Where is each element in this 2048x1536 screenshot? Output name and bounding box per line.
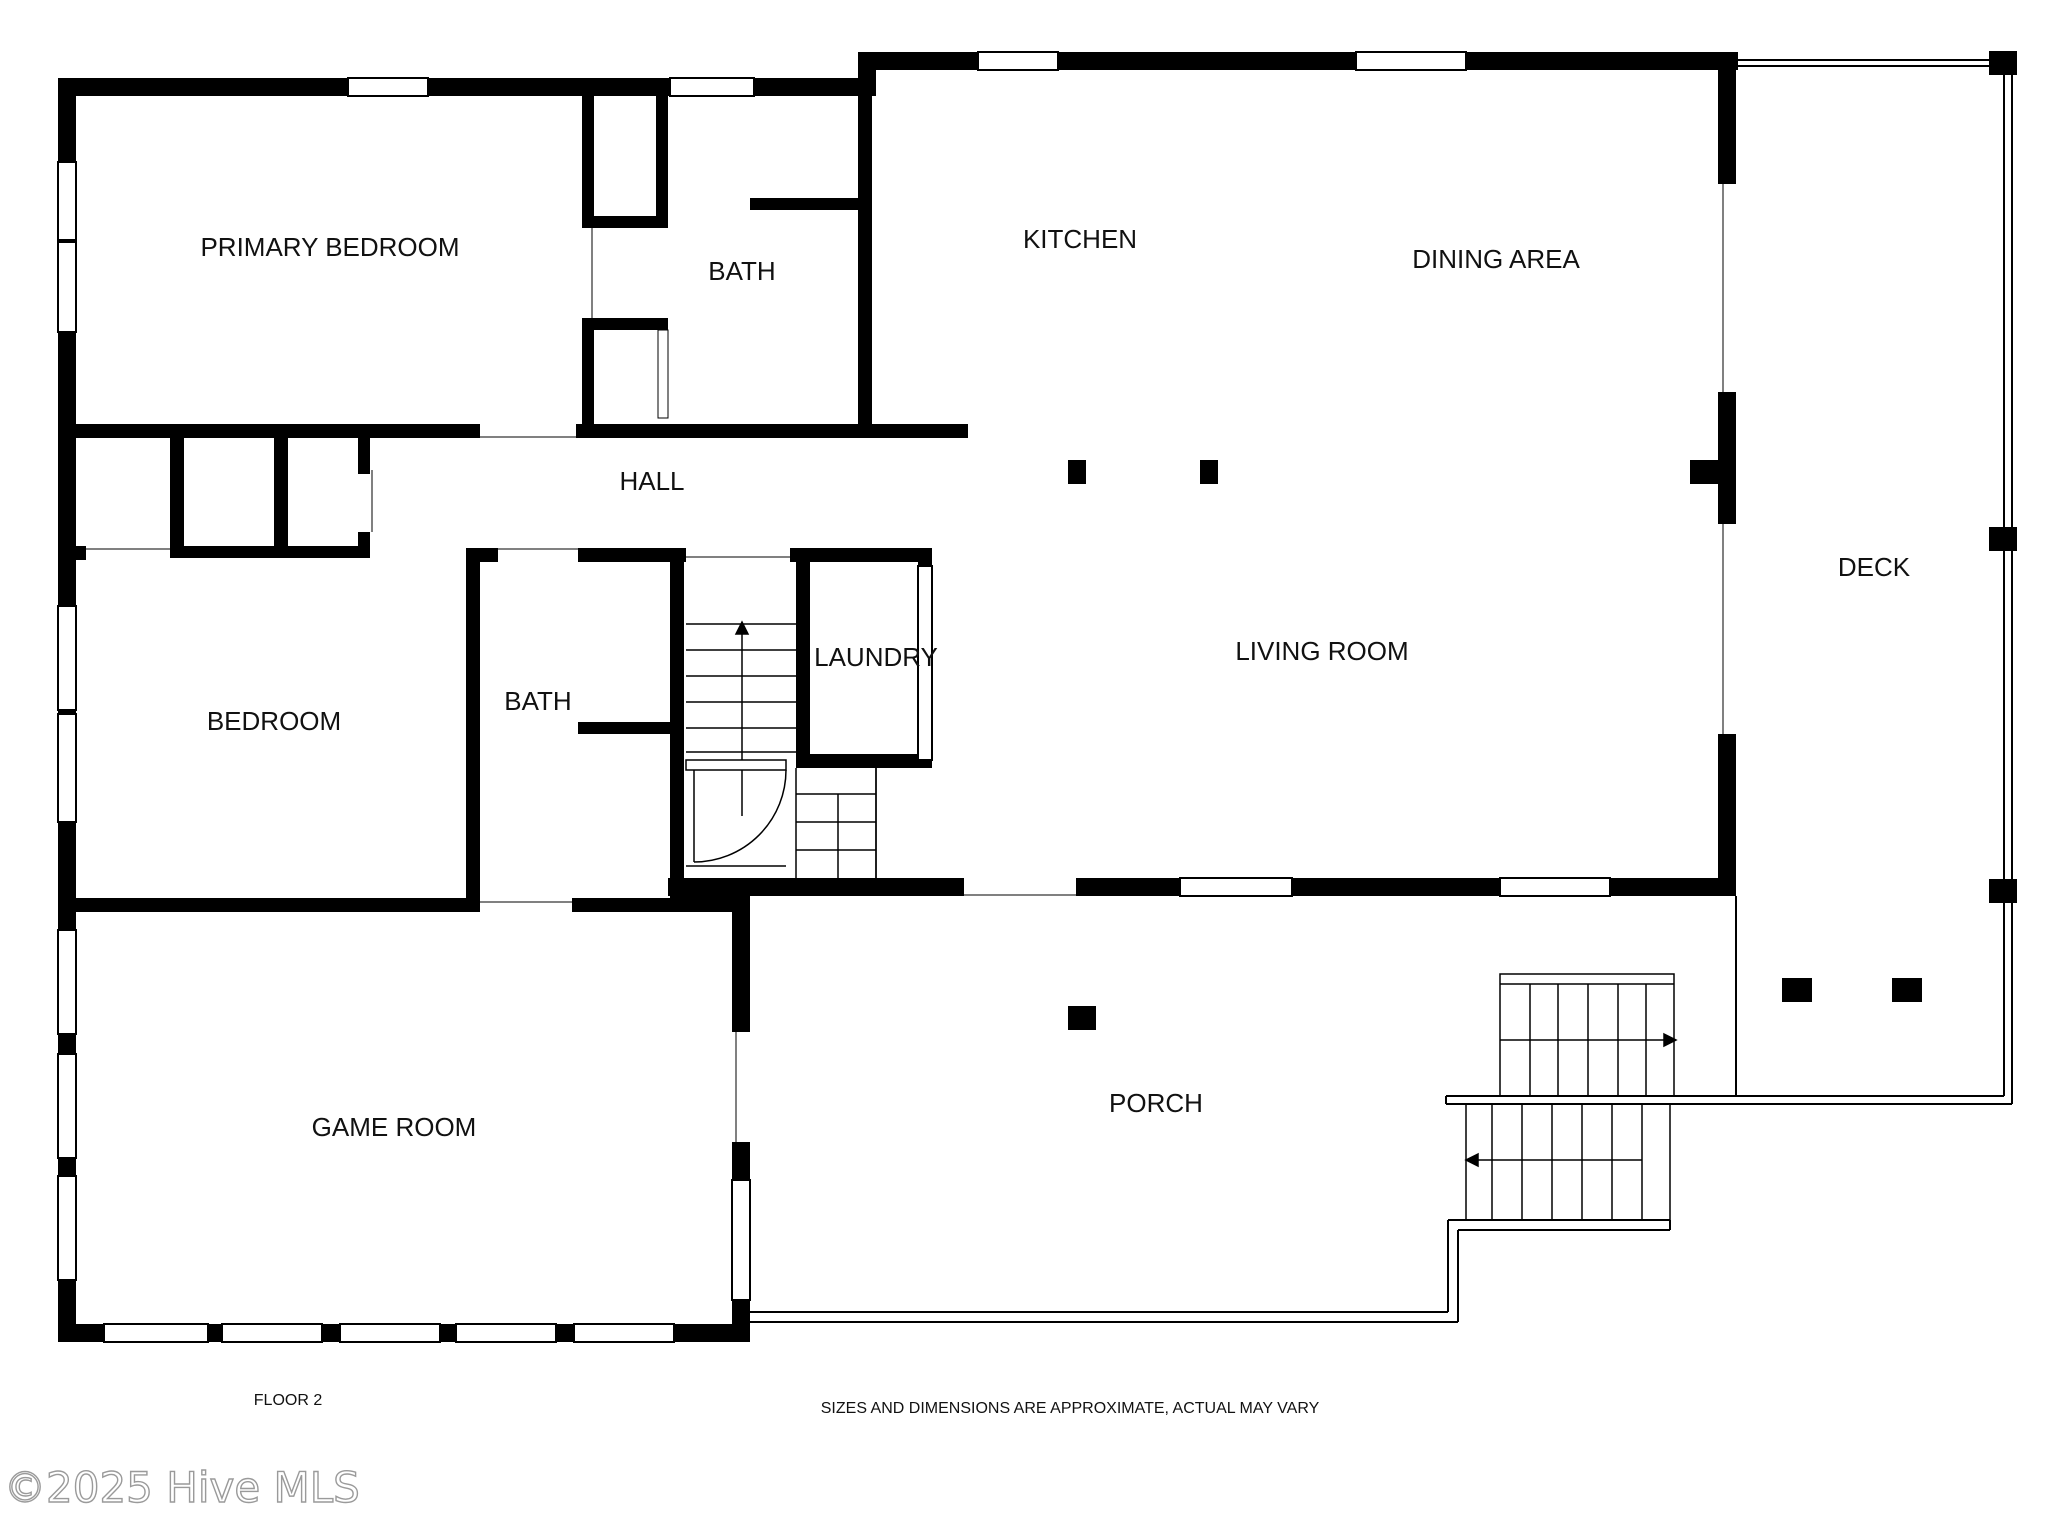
floor-label: FLOOR 2 [254,1392,323,1409]
disclaimer: SIZES AND DIMENSIONS ARE APPROXIMATE, AC… [821,1400,1320,1417]
deck-outline [1445,51,2017,1105]
porch-outline [750,1219,1671,1323]
stairs-interior [685,620,877,878]
windows [57,51,1611,1343]
watermark: ©2025 Hive MLS [4,1463,360,1512]
stairs-exterior [1464,973,1678,1221]
room-label-deck: DECK [1838,552,1911,582]
door-openings [86,184,1724,1142]
room-label-porch: PORCH [1109,1088,1203,1118]
room-label-hall: HALL [619,466,684,496]
room-label-primary-bedroom: PRIMARY BEDROOM [200,232,459,262]
room-label-game-room: GAME ROOM [312,1112,477,1142]
room-label-laundry: LAUNDRY [814,642,938,672]
room-label-dining-area: DINING AREA [1412,244,1580,274]
room-label-bedroom: BEDROOM [207,706,341,736]
room-label-kitchen: KITCHEN [1023,224,1137,254]
room-label-living-room: LIVING ROOM [1235,636,1408,666]
room-label-bath-upper: BATH [708,256,775,286]
room-label-bath-lower: BATH [504,686,571,716]
room-labels: PRIMARY BEDROOM BATH KITCHEN DINING AREA… [200,224,1910,1142]
